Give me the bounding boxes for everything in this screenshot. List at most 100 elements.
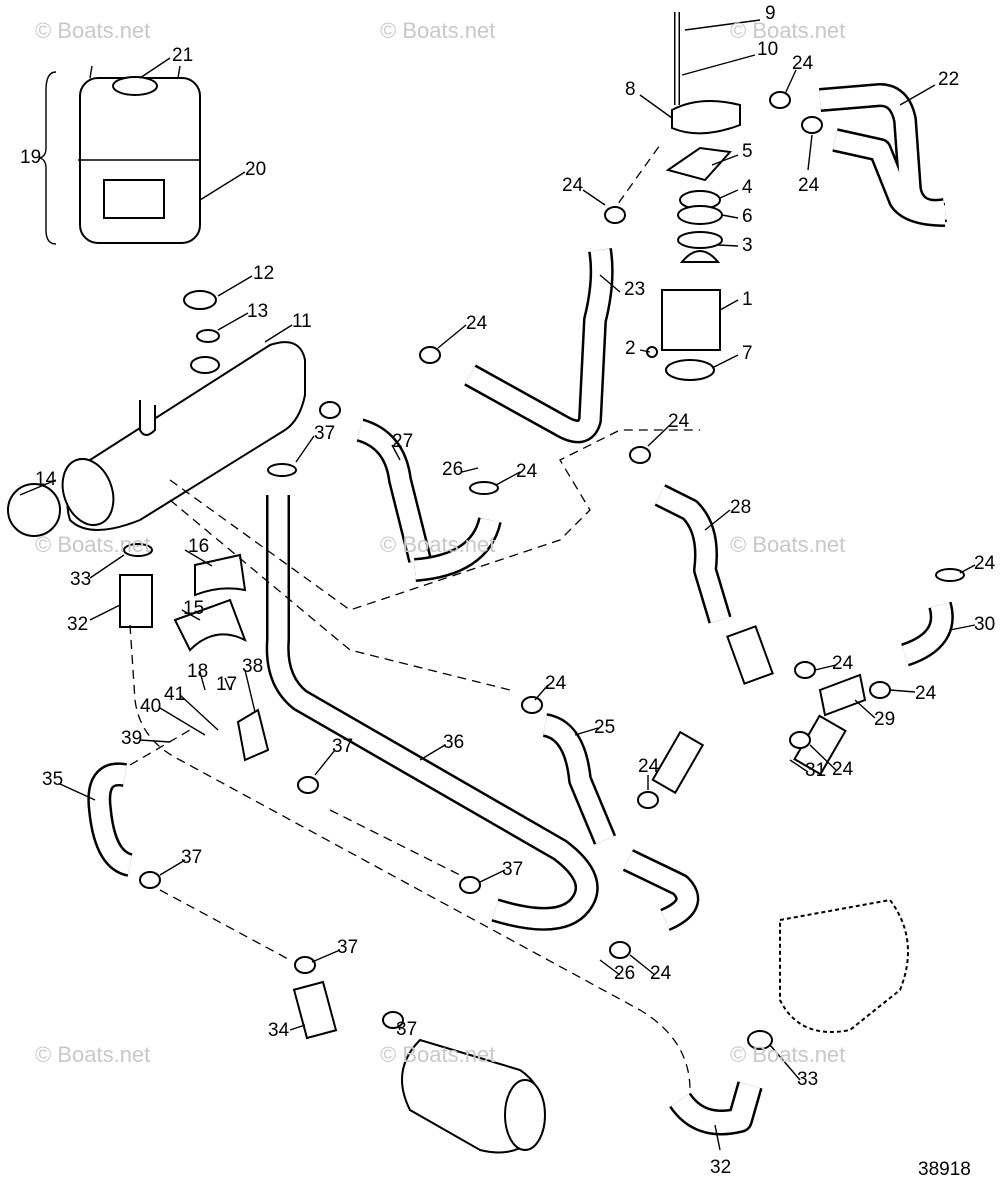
callout-31: 31 xyxy=(805,760,826,781)
figure-number: 38918 xyxy=(918,1159,971,1180)
bracket-38 xyxy=(236,708,270,762)
heat-exchanger xyxy=(7,290,306,537)
callout-11: 11 xyxy=(292,311,312,332)
callout-37: 37 xyxy=(314,423,335,444)
coolant-reservoir xyxy=(37,65,201,245)
callout-24: 24 xyxy=(974,553,996,574)
callout-37: 37 xyxy=(337,937,358,958)
callout-33: 33 xyxy=(70,569,91,590)
callout-24: 24 xyxy=(792,53,814,74)
callout-24: 24 xyxy=(668,411,690,432)
callout-14: 14 xyxy=(35,469,57,490)
callout-4: 4 xyxy=(742,177,753,198)
callout-32: 32 xyxy=(67,614,88,635)
callout-labels: 9 10 8 24 22 5 4 6 3 24 24 23 1 2 7 21 1… xyxy=(20,3,996,1180)
callout-37: 37 xyxy=(332,736,353,757)
callout-28: 28 xyxy=(730,497,751,518)
callout-40: 40 xyxy=(140,696,161,717)
bracket-16 xyxy=(194,553,247,597)
callout-24: 24 xyxy=(545,673,567,694)
hose-35 xyxy=(87,762,134,877)
watermark: © Boats.net xyxy=(730,1042,845,1067)
callout-21: 21 xyxy=(172,45,193,66)
callout-24: 24 xyxy=(798,175,820,196)
callout-24: 24 xyxy=(915,683,937,704)
callout-27: 27 xyxy=(392,431,413,452)
callout-1: 1 xyxy=(742,289,753,310)
callout-38: 38 xyxy=(242,656,263,677)
callout-24: 24 xyxy=(562,175,584,196)
hose-28 xyxy=(654,484,732,624)
watermark: © Boats.net xyxy=(730,532,845,557)
callout-13: 13 xyxy=(247,301,268,322)
dashed-routing xyxy=(129,144,700,1091)
watermark: © Boats.net xyxy=(35,1042,150,1067)
callout-26: 26 xyxy=(614,963,635,984)
watermark: © Boats.net xyxy=(380,1042,495,1067)
callout-19: 19 xyxy=(20,147,41,168)
callout-24: 24 xyxy=(638,756,660,777)
tee-fitting-29 xyxy=(818,673,867,717)
callout-12: 12 xyxy=(253,263,274,284)
callout-33: 33 xyxy=(797,1069,818,1090)
elbow-hose xyxy=(413,516,502,582)
callout-22: 22 xyxy=(938,69,959,90)
watermark: © Boats.net xyxy=(35,18,150,43)
watermark: © Boats.net xyxy=(380,18,495,43)
callout-24: 24 xyxy=(832,653,854,674)
callout-23: 23 xyxy=(624,279,645,300)
callout-8: 8 xyxy=(625,79,636,100)
callout-36: 36 xyxy=(443,732,464,753)
callout-35: 35 xyxy=(42,769,63,790)
callout-37: 37 xyxy=(502,859,523,880)
callout-9: 9 xyxy=(765,3,776,24)
hose-32-lower xyxy=(669,1081,763,1136)
sea-water-pump xyxy=(401,1038,546,1154)
engine-sketch xyxy=(779,898,909,1033)
watermark: © Boats.net xyxy=(380,532,495,557)
callout-29: 29 xyxy=(874,709,895,730)
callout-24: 24 xyxy=(516,461,538,482)
callout-32: 32 xyxy=(710,1157,731,1178)
watermark: © Boats.net xyxy=(35,532,150,557)
callout-39: 39 xyxy=(121,728,142,749)
brace-19 xyxy=(37,71,57,245)
hose-31b xyxy=(651,730,705,795)
callout-37: 37 xyxy=(181,847,202,868)
bracket-15 xyxy=(173,598,247,652)
hose-clamps xyxy=(123,91,965,1050)
callout-24: 24 xyxy=(832,759,854,780)
hose-27 xyxy=(356,418,432,563)
callout-17: 17 xyxy=(216,674,237,695)
callout-6: 6 xyxy=(742,206,753,227)
brackets xyxy=(173,553,270,762)
callout-41: 41 xyxy=(164,684,185,705)
hose-lower xyxy=(622,849,700,932)
watermarks: © Boats.net © Boats.net © Boats.net © Bo… xyxy=(35,18,845,1067)
callout-10: 10 xyxy=(757,39,778,60)
callout-16: 16 xyxy=(188,536,209,557)
hose-30 xyxy=(900,601,954,667)
callout-25: 25 xyxy=(594,717,615,738)
callout-26: 26 xyxy=(442,459,463,480)
callout-7: 7 xyxy=(742,343,753,364)
callout-24: 24 xyxy=(466,313,488,334)
callout-20: 20 xyxy=(245,159,266,180)
hose-25 xyxy=(542,713,617,845)
hose-36 xyxy=(265,495,599,931)
callout-3: 3 xyxy=(742,235,753,256)
hoses xyxy=(87,83,954,1136)
callout-2: 2 xyxy=(625,338,636,359)
callout-24: 24 xyxy=(650,963,672,984)
thermostat-housing xyxy=(646,12,741,381)
hose-32 xyxy=(119,574,153,628)
hose-22 xyxy=(819,83,947,227)
callout-5: 5 xyxy=(742,141,753,162)
leader-lines xyxy=(19,19,976,1151)
callout-15: 15 xyxy=(183,598,204,619)
watermark: © Boats.net xyxy=(730,18,845,43)
hose-short xyxy=(726,625,774,685)
hose-23 xyxy=(464,248,614,444)
callout-34: 34 xyxy=(268,1020,290,1041)
